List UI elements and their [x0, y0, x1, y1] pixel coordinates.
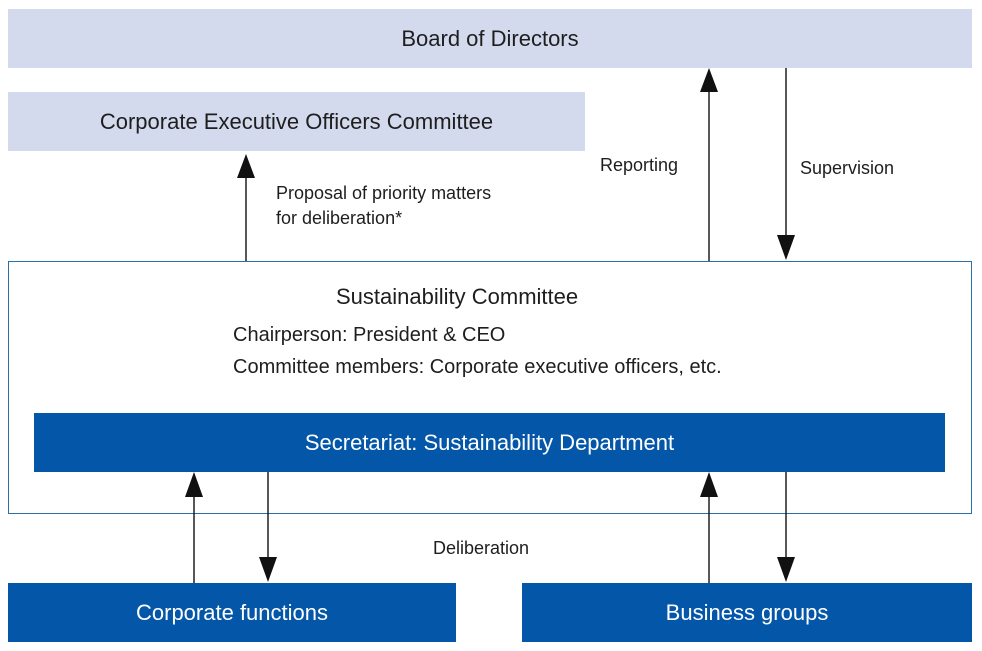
business-groups-box: Business groups — [522, 583, 972, 642]
board-of-directors-label: Board of Directors — [401, 25, 579, 51]
business-down-arrowhead — [777, 557, 795, 582]
corporate-down-arrowhead — [259, 557, 277, 582]
chairperson-text: Chairperson: President & CEO — [233, 324, 506, 346]
proposal-label: Proposal of priority matters for deliber… — [276, 181, 491, 231]
sustainability-committee-title: Sustainability Committee — [336, 284, 579, 309]
corporate-executive-officers-committee-label: Corporate Executive Officers Committee — [99, 108, 494, 134]
proposal-arrowhead — [237, 154, 255, 178]
deliberation-label: Deliberation — [433, 538, 530, 558]
proposal-label-line1: Proposal of priority matters — [276, 183, 492, 203]
secretariat-box: Secretariat: Sustainability Department — [34, 413, 945, 472]
business-groups-label: Business groups — [665, 599, 829, 625]
proposal-label-line2: for deliberation* — [276, 208, 403, 228]
corporate-up-arrowhead — [185, 472, 203, 497]
corporate-functions-box: Corporate functions — [8, 583, 456, 642]
board-of-directors-box: Board of Directors — [8, 9, 972, 68]
secretariat-label: Secretariat: Sustainability Department — [304, 429, 675, 455]
reporting-arrowhead — [700, 68, 718, 92]
supervision-arrowhead — [777, 235, 795, 260]
corporate-executive-officers-committee-box: Corporate Executive Officers Committee — [8, 92, 585, 151]
corporate-functions-label: Corporate functions — [136, 599, 328, 625]
business-up-arrowhead — [700, 472, 718, 497]
committee-members-text: Committee members: Corporate executive o… — [233, 356, 722, 378]
supervision-label: Supervision — [800, 158, 895, 178]
reporting-label: Reporting — [600, 155, 679, 175]
